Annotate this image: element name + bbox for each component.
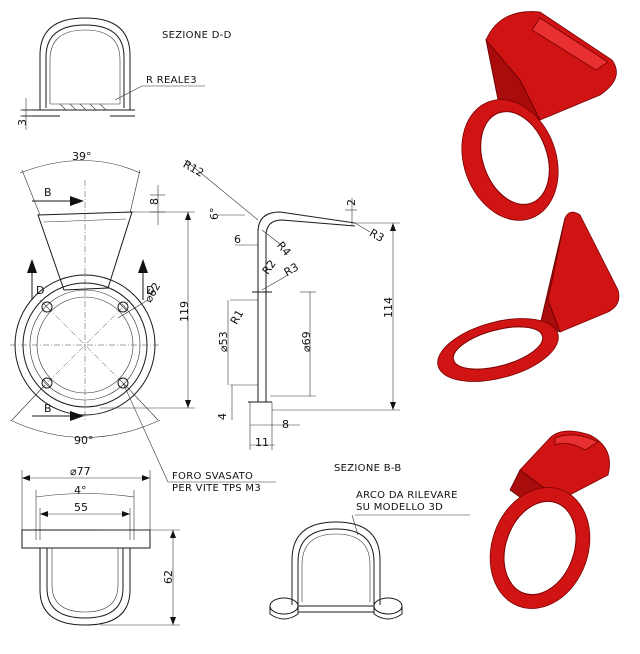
r-reale-label: R REALE3 bbox=[146, 75, 197, 86]
dim-62-side-label: 62 bbox=[162, 570, 175, 584]
render-3d-top bbox=[461, 11, 617, 221]
dim-4-label: 4 bbox=[216, 413, 229, 420]
r3-mid-label: R3 bbox=[282, 260, 301, 279]
r1-label: R1 bbox=[228, 308, 247, 327]
dim-2-label: 2 bbox=[345, 199, 358, 206]
dim-3-label: 3 bbox=[16, 119, 29, 126]
bottom-view bbox=[21, 470, 180, 626]
angle-6-label: 6° bbox=[208, 208, 221, 221]
arrow-d-right-label: D bbox=[146, 284, 154, 297]
hole-note-line2: PER VITE TPS M3 bbox=[172, 483, 261, 494]
render-3d-middle bbox=[437, 211, 620, 382]
angle-4-label: 4° bbox=[74, 484, 87, 497]
render-3d-bottom bbox=[489, 430, 610, 609]
r3-top-label: R3 bbox=[367, 226, 386, 245]
r12-label: R12 bbox=[181, 158, 206, 180]
arrow-b-bottom-label: B bbox=[44, 402, 52, 415]
section-bb-view bbox=[269, 514, 470, 620]
dim-53-label: ⌀53 bbox=[217, 331, 230, 352]
dim-11-label: 11 bbox=[255, 436, 269, 449]
side-view bbox=[184, 159, 400, 450]
section-bb-title: SEZIONE B-B bbox=[334, 463, 402, 474]
dim-114-label: 114 bbox=[382, 297, 395, 318]
dim-69-label: ⌀69 bbox=[300, 331, 313, 352]
angle-90-label: 90° bbox=[74, 434, 94, 447]
arrow-d-left-label: D bbox=[36, 284, 44, 297]
arc-note-line2: SU MODELLO 3D bbox=[356, 502, 443, 513]
section-dd-view bbox=[20, 17, 205, 130]
section-dd-title: SEZIONE D-D bbox=[162, 30, 232, 41]
dim-8-top-label: 8 bbox=[148, 198, 161, 205]
arc-note-line1: ARCO DA RILEVARE bbox=[356, 490, 458, 501]
dim-55-label: 55 bbox=[74, 501, 88, 514]
angle-39-label: 39° bbox=[72, 150, 92, 163]
dim-6-label: 6 bbox=[234, 233, 241, 246]
dim-119-label: 119 bbox=[178, 301, 191, 322]
hole-note-line1: FORO SVASATO bbox=[172, 471, 253, 482]
dim-77-label: ⌀77 bbox=[70, 465, 91, 478]
front-view bbox=[9, 160, 276, 483]
arrow-b-top-label: B bbox=[44, 186, 52, 199]
dim-8-bottom-label: 8 bbox=[282, 418, 289, 431]
r2-label: R2 bbox=[260, 257, 279, 276]
